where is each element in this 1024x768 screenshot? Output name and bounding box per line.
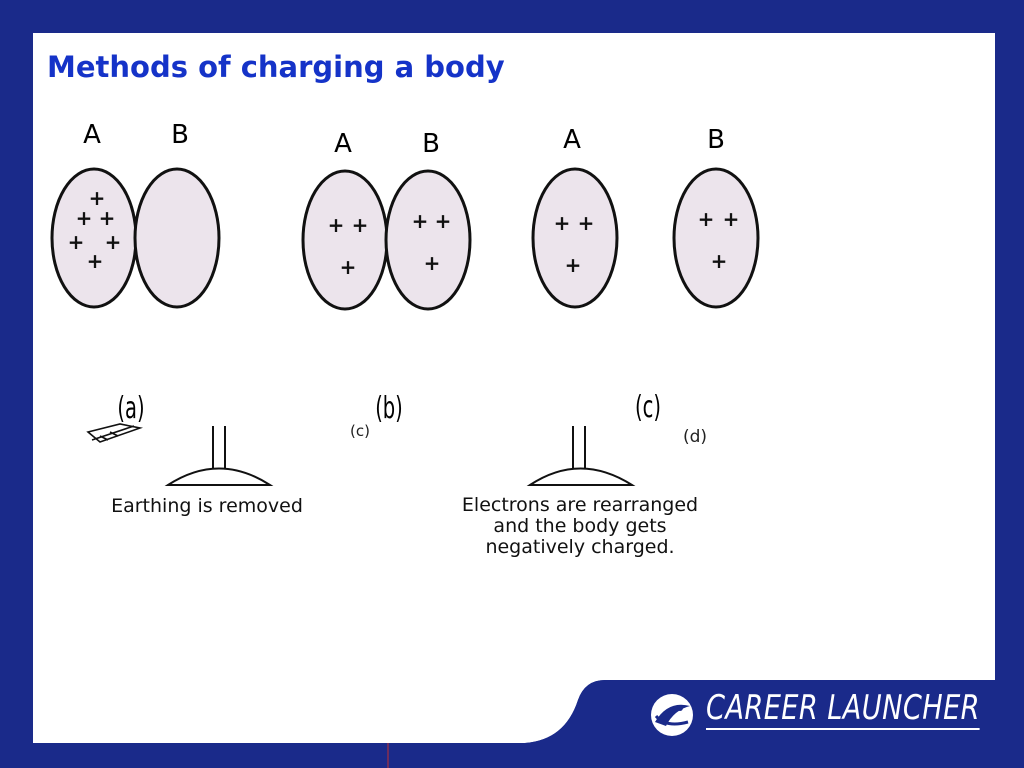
charge-plus: + <box>698 207 715 231</box>
electrons-caption-line-2: and the body gets <box>493 515 666 537</box>
footer-band <box>33 680 1024 768</box>
charge-plus: + <box>352 213 369 237</box>
stage-c-caption: (c) <box>635 390 661 424</box>
content-panel <box>33 33 995 743</box>
earthing-removed-caption: Earthing is removed <box>111 495 303 517</box>
swirl-logo-icon <box>651 694 693 736</box>
charge-plus: + <box>424 251 441 275</box>
slide-title: Methods of charging a body <box>47 50 505 84</box>
electrons-caption-line-3: negatively charged. <box>485 536 674 558</box>
stage-a-sphere-b <box>133 167 221 309</box>
earthing-stand-1 <box>164 426 274 486</box>
charge-plus: + <box>554 211 571 235</box>
charge-plus: + <box>68 230 85 254</box>
stage-a-caption: (a) <box>117 391 144 425</box>
stage-b-sphere-b <box>384 169 472 311</box>
charge-plus: + <box>723 207 740 231</box>
charge-plus: + <box>99 206 116 230</box>
stage-a-label-b: B <box>171 120 189 150</box>
stage-c-sphere-b <box>672 167 760 309</box>
stage-b-label-a: A <box>334 129 352 159</box>
stage-a: A B + + + + + + <box>50 120 221 309</box>
charge-plus: + <box>578 211 595 235</box>
charge-plus: + <box>565 253 582 277</box>
charge-plus: + <box>711 249 728 273</box>
charge-plus: + <box>89 186 106 210</box>
stage-b-label-b: B <box>422 129 440 159</box>
stage-b-caption: (b) <box>375 391 403 425</box>
charge-plus: + <box>87 249 104 273</box>
stage-c-sphere-a <box>531 167 619 309</box>
stage-c-label-b: B <box>707 125 725 155</box>
brand-name: CAREER LAUNCHER <box>706 688 980 730</box>
electrons-caption-line-1: Electrons are rearranged <box>462 494 698 516</box>
charge-plus: + <box>412 209 429 233</box>
rod-fragment <box>86 423 144 443</box>
charge-plus: + <box>76 206 93 230</box>
fragment-c-label: (c) <box>350 422 370 440</box>
stage-c: A B + + + + + + <box>531 125 760 309</box>
stage-b: A B + + + + + + <box>301 129 472 311</box>
stage-a-label-a: A <box>83 120 101 150</box>
earthing-stand-2 <box>526 426 636 486</box>
charge-plus: + <box>340 255 357 279</box>
stage-b-sphere-a <box>301 169 389 311</box>
charge-plus: + <box>435 209 452 233</box>
stage-c-label-a: A <box>563 125 581 155</box>
charge-plus: + <box>328 213 345 237</box>
charge-plus: + <box>105 230 122 254</box>
stage-d-label: (d) <box>683 427 707 447</box>
